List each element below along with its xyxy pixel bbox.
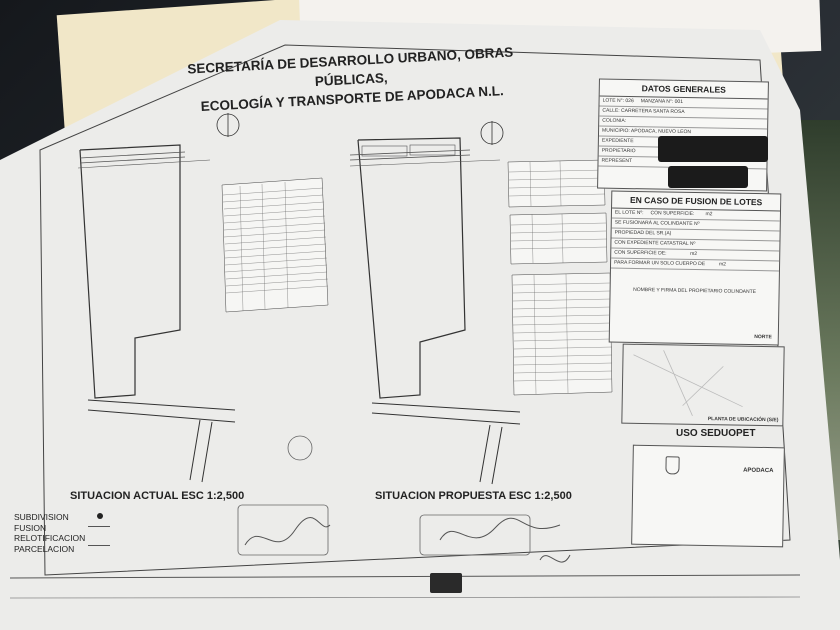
coordinate-table-current — [221, 177, 329, 313]
signature-panel: APODACA — [631, 444, 785, 548]
legend-item-parcelacion: PARCELACION — [14, 543, 75, 554]
legend-item-relotificacion: RELOTIFICACION — [14, 533, 86, 543]
legend: SUBDIVISION FUSION RELOTIFICACION PARCEL… — [14, 512, 85, 554]
current-parcel-drawing — [77, 113, 240, 483]
fusion-row-label: CON SUPERFICIE DE: — [614, 249, 667, 257]
legend-lines — [88, 526, 110, 546]
uso-seduopet: USO SEDUOPET — [676, 428, 756, 439]
municipality-label: APODACA — [743, 467, 774, 475]
fusion-row-unit: m2 — [718, 261, 727, 268]
location-map — [633, 350, 743, 416]
current-situation-title: SITUACION ACTUAL ESC 1:2,500 — [70, 490, 245, 502]
fusion-panel: EN CASO DE FUSION DE LOTES EL LOTE Nº: C… — [608, 190, 782, 346]
stamps — [237, 435, 531, 556]
fusion-row-unit: m2 — [705, 211, 713, 218]
legend-item-subdivision: SUBDIVISION — [14, 512, 69, 522]
coordinate-table-poligono-a — [507, 159, 613, 396]
location-panel: PLANTA DE UBICACIÓN (S/E) — [621, 343, 785, 427]
legend-item-fusion: FUSION — [14, 522, 47, 533]
redaction-bar — [658, 136, 768, 162]
fusion-row-mid: CON SUPERFICIE: — [650, 210, 695, 217]
plan-label: PLANTA DE UBICACIÓN (S/E) — [707, 416, 779, 424]
lote-label: LOTE N°: 026 — [602, 97, 634, 105]
fusion-row: PARA FORMAR UN SOLO CUERPO DE m2 — [610, 258, 780, 272]
manzana-label: MANZANA N°: 001 — [640, 98, 684, 105]
fusion-row-label: PARA FORMAR UN SOLO CUERPO DE — [614, 259, 706, 268]
fusion-row-unit: m2 — [690, 250, 698, 258]
north-label: NORTE — [754, 334, 772, 341]
owner-caption: NOMBRE Y FIRMA DEL PROPIETARIO COLINDANT… — [633, 286, 757, 296]
fusion-row-label: EL LOTE Nº: — [614, 209, 644, 217]
legend-subdivision-dot — [97, 513, 103, 519]
seal-icon — [665, 456, 680, 475]
proposed-parcel-drawing — [349, 121, 521, 485]
redaction-bar — [668, 166, 748, 188]
proposed-situation-title: SITUACION PROPUESTA ESC 1:2,500 — [375, 490, 572, 502]
